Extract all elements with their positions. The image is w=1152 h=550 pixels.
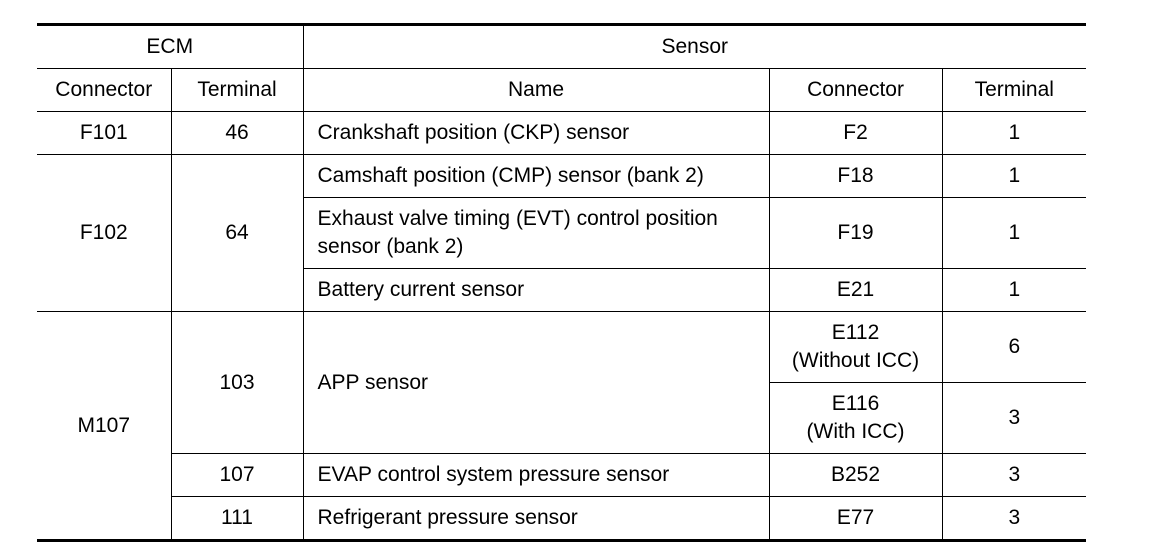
sensor-name-cell: APP sensor: [302, 311, 770, 454]
header-ecm-connector: Connector: [37, 68, 172, 112]
sensor-connector-cell: B252: [768, 453, 943, 497]
header-ecm: ECM: [37, 23, 304, 69]
sensor-connector-cell: E77: [768, 496, 943, 542]
ecm-terminal-cell: 103: [170, 311, 304, 454]
header-sensor-connector: Connector: [768, 68, 943, 112]
table-row: F101 46 Crankshaft position (CKP) sensor…: [37, 111, 1087, 155]
sensor-connector-line: (With ICC): [806, 420, 905, 443]
sensor-connector-cell: E116 (With ICC): [768, 382, 943, 454]
ecm-connector-cell: F101: [37, 111, 172, 155]
sensor-connector-line: E116: [831, 392, 880, 415]
sensor-connector-cell: F19: [768, 197, 943, 269]
ecm-connector-cell: F102: [37, 154, 172, 312]
ecm-terminal-cell: 107: [170, 453, 304, 497]
table-row: Battery current sensor E21 1: [37, 268, 1087, 312]
sensor-terminal-cell: 1: [941, 268, 1087, 312]
sensor-terminal-cell: 3: [941, 382, 1087, 454]
sensor-connector-cell: F2: [768, 111, 943, 155]
sensor-terminal-cell: 6: [941, 311, 1087, 383]
sensor-name-line: sensor (bank 2): [317, 235, 464, 258]
sensor-connector-line: E112: [831, 321, 880, 344]
sensor-terminal-cell: 1: [941, 154, 1087, 198]
sensor-terminal-cell: 3: [941, 496, 1087, 542]
ecm-connector-cell: M107: [37, 311, 172, 542]
table-row: Exhaust valve timing (EVT) control posit…: [37, 197, 1087, 269]
sensor-name-cell: Exhaust valve timing (EVT) control posit…: [302, 197, 770, 269]
sensor-connector-cell: F18: [768, 154, 943, 198]
table-row: 107 EVAP control system pressure sensor …: [37, 453, 1087, 497]
sensor-name-cell: Battery current sensor: [302, 268, 770, 312]
header-row-2: Connector Terminal Name Connector Termin…: [37, 68, 1087, 112]
sensor-connector-line: (Without ICC): [791, 349, 920, 372]
table-row: E116 (With ICC) 3: [37, 382, 1087, 454]
ecm-sensor-table: ECM Sensor Connector Terminal Name Conne…: [37, 23, 1087, 542]
ecm-terminal-cell: 64: [170, 154, 304, 312]
sensor-terminal-cell: 3: [941, 453, 1087, 497]
header-sensor: Sensor: [302, 23, 1087, 69]
sensor-name-line: Exhaust valve timing (EVT) control posit…: [317, 207, 718, 230]
table-row: 111 Refrigerant pressure sensor E77 3: [37, 496, 1087, 542]
sensor-connector-cell: E21: [768, 268, 943, 312]
header-row-1: ECM Sensor: [37, 23, 1087, 69]
header-ecm-terminal: Terminal: [170, 68, 304, 112]
header-name: Name: [302, 68, 770, 112]
ecm-terminal-cell: 111: [170, 496, 304, 542]
sensor-terminal-cell: 1: [941, 111, 1087, 155]
table-row: M107 103 APP sensor E112 (Without ICC) 6: [37, 311, 1087, 542]
sensor-name-cell: Camshaft position (CMP) sensor (bank 2): [302, 154, 770, 198]
sensor-terminal-cell: 1: [941, 197, 1087, 269]
sensor-name-cell: Refrigerant pressure sensor: [302, 496, 770, 542]
sensor-connector-cell: E112 (Without ICC): [768, 311, 943, 383]
header-sensor-terminal: Terminal: [941, 68, 1087, 112]
sensor-name-cell: EVAP control system pressure sensor: [302, 453, 770, 497]
ecm-terminal-cell: 46: [170, 111, 304, 155]
sensor-name-cell: Crankshaft position (CKP) sensor: [302, 111, 770, 155]
table-row: F102 64 Camshaft position (CMP) sensor (…: [37, 154, 1087, 312]
